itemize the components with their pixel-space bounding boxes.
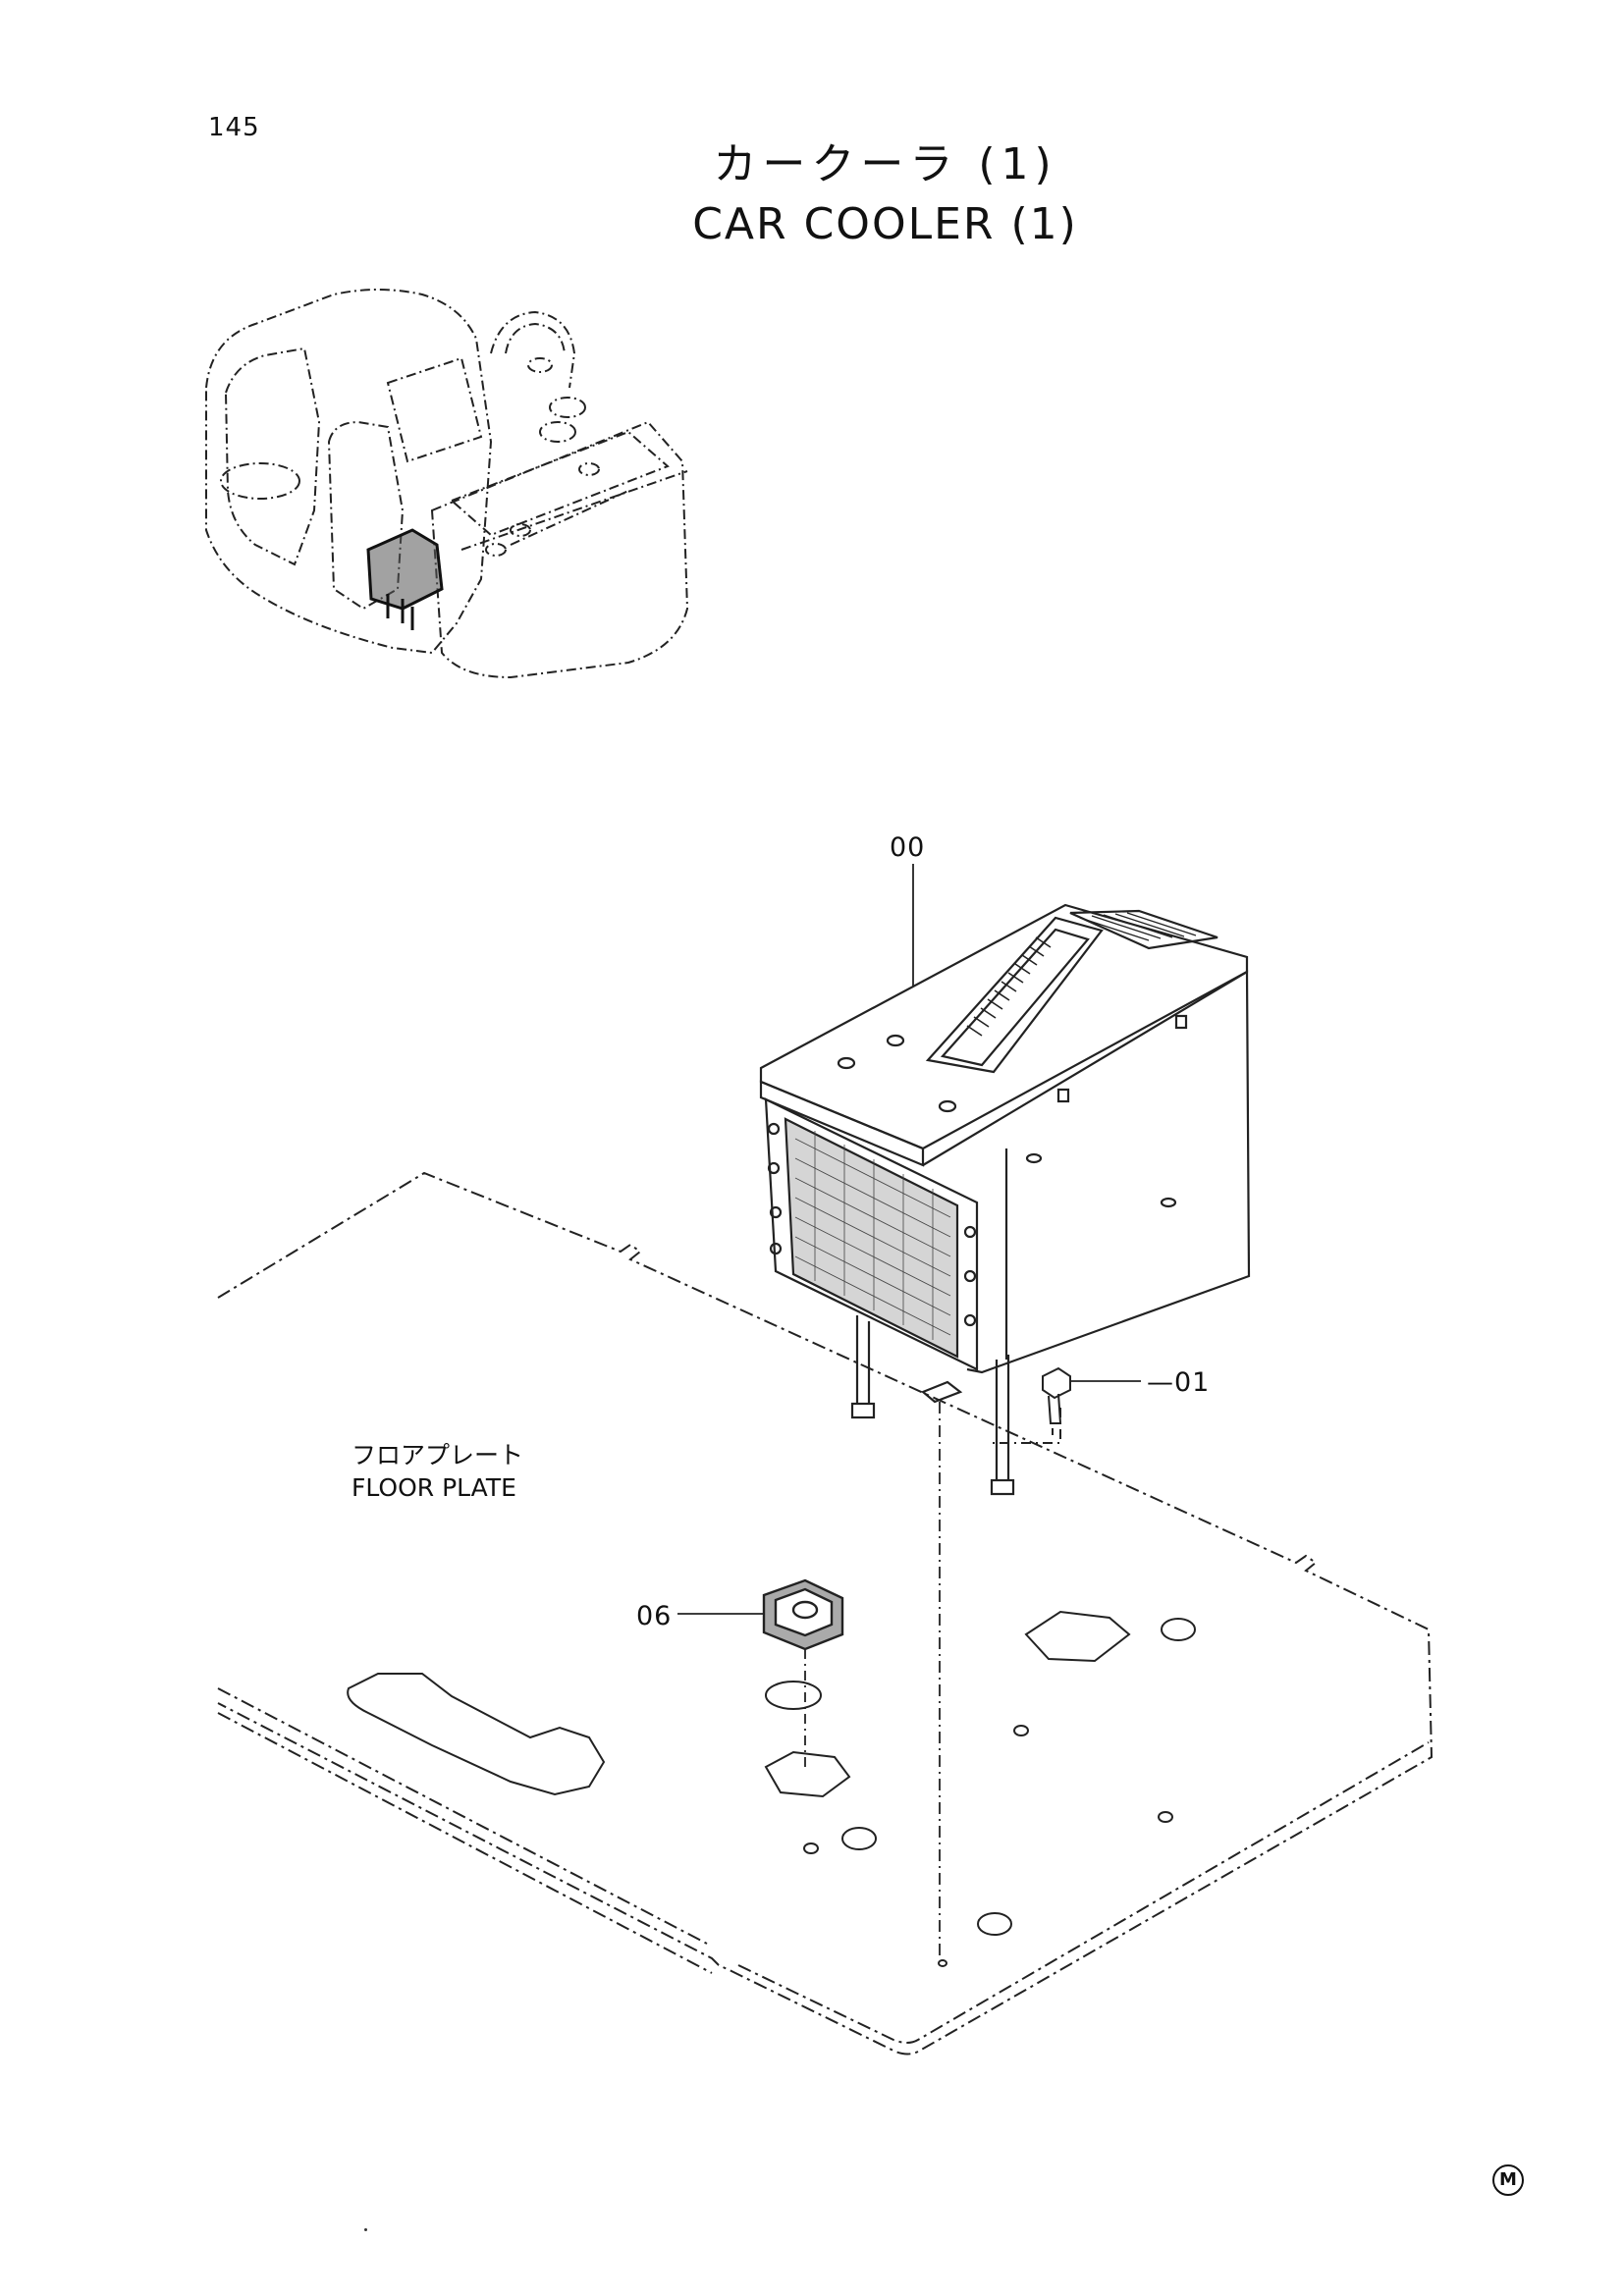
callout-label-00: 00	[890, 832, 926, 863]
stray-dot	[364, 2228, 367, 2231]
car-cooler-unit	[759, 903, 1251, 1496]
page-title: カークーラ (1) CAR COOLER (1)	[0, 135, 1623, 255]
circled-m-mark: M	[1492, 2164, 1524, 2196]
callout-label-01-text: 01	[1174, 1367, 1211, 1398]
floor-plate-label-en: FLOOR PLATE	[352, 1473, 516, 1502]
floor-plate-label-jp: フロアプレート	[352, 1441, 524, 1469]
cooler-location-highlight	[366, 528, 444, 630]
callout-label-01: —01	[1147, 1367, 1211, 1398]
page-number: 145	[208, 113, 260, 142]
excavator-overview-illustration	[205, 289, 689, 679]
floor-plate-label: フロアプレート FLOOR PLATE	[352, 1439, 523, 1504]
grommet-part	[762, 1578, 844, 1651]
bolt-part	[992, 1366, 1071, 1444]
floor-plate-holes	[347, 1610, 1196, 1967]
title-english: CAR COOLER (1)	[692, 199, 1078, 249]
callout-label-06: 06	[636, 1601, 673, 1631]
floor-plate-outline	[217, 1171, 1434, 2056]
title-japanese: カークーラ (1)	[713, 139, 1057, 189]
leader-lines	[677, 864, 1141, 1955]
